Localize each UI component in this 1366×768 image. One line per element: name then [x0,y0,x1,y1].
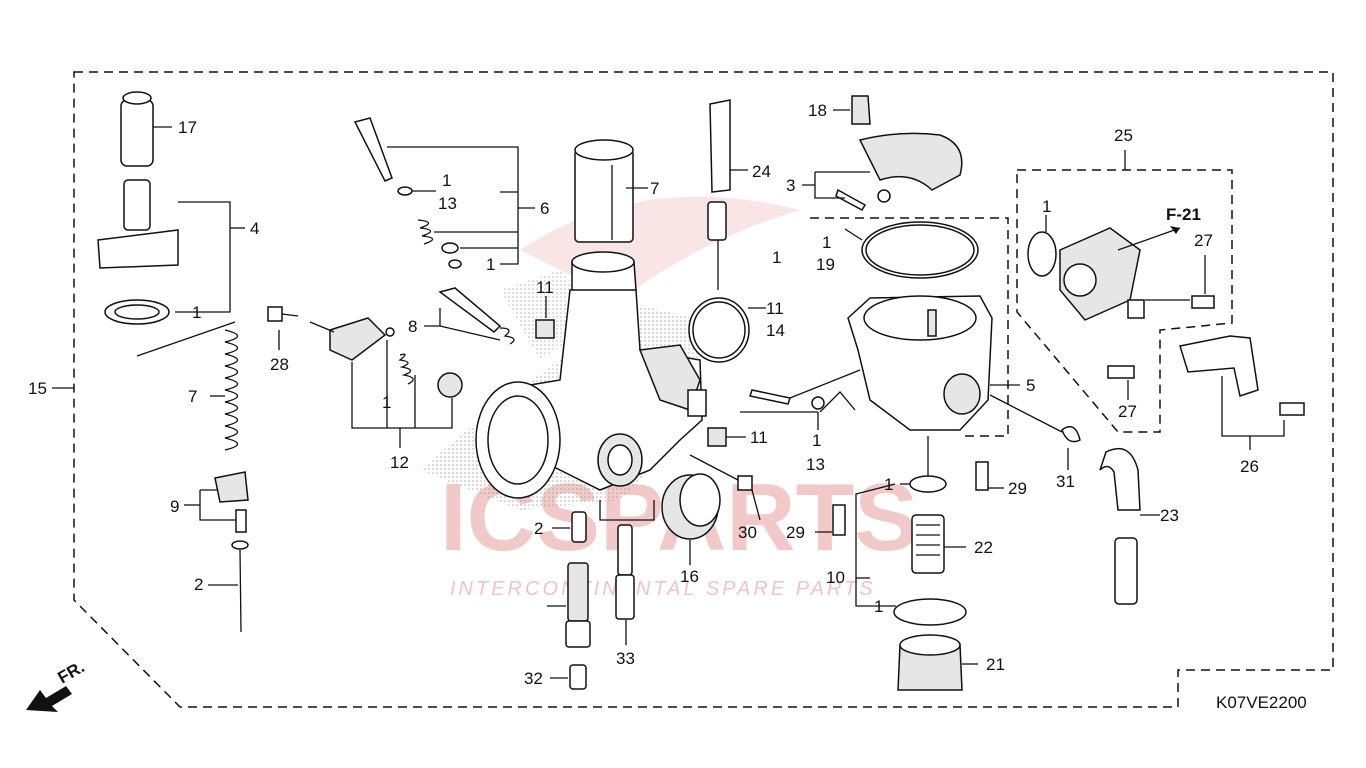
reference-f21: F-21 [1166,205,1201,224]
part-23-hose [1099,447,1160,605]
callout-8: 8 [408,317,417,336]
callout-18: 18 [808,101,827,120]
callout-32: 32 [524,669,543,688]
callout-13: 13 [806,455,825,474]
callout-1: 1 [442,171,451,190]
callout-21: 21 [986,655,1005,674]
callout-15: 15 [28,379,47,398]
part-31-clip [989,394,1081,470]
part-33-slow-jet [599,500,655,645]
part-30-screw [689,454,761,521]
front-label: FR. [55,657,88,687]
part-8-screw [424,287,515,345]
part-32-jet [550,664,587,690]
callout-1: 1 [1042,197,1051,216]
part-25-choke [1027,150,1181,321]
part-24-tube [707,99,748,290]
callout-9: 9 [170,497,179,516]
callout-3: 3 [786,176,795,195]
callout-23: 23 [1160,506,1179,525]
callout-1: 1 [772,248,781,267]
callout-1: 1 [812,431,821,450]
part-12-cover [309,317,463,448]
part-1-oring-bowl [900,436,947,493]
part-16-cap [661,473,721,565]
callout-4: 4 [250,219,259,238]
part-26-lever [1179,335,1305,450]
callout-19: 19 [816,255,835,274]
part-21-drain-plug [893,598,978,691]
callout-11: 11 [750,428,768,447]
callout-29: 29 [1008,479,1027,498]
part-9-needle-clip [184,471,249,533]
part-18-fitting [833,95,871,125]
callout-7: 7 [188,387,197,406]
callout-29: 29 [786,523,805,542]
part-28-screw [267,306,299,350]
outer-frame [73,71,1334,708]
part-29-screws [815,461,1004,536]
callout-1: 1 [382,393,391,412]
callout-25: 25 [1114,126,1133,145]
part-5-float-bowl [847,295,1020,431]
callout-6: 6 [540,199,549,218]
callout-27: 27 [1118,402,1137,421]
callout-16: 16 [680,567,699,586]
part-2-jet-needle-left [208,540,249,633]
callout-11: 11 [766,299,784,318]
float-bowl-group [810,217,1009,437]
part-4-top-assembly [97,179,245,325]
callout-26: 26 [1240,457,1259,476]
callout-28: 28 [270,355,289,374]
callout-labels: 17 4 1 7 15 9 2 28 1 12 1 13 6 1 8 11 7 … [28,101,1307,712]
callout-24: 24 [752,162,771,181]
part-7-throttle-valve [574,139,648,243]
part-6-pilot-screw-set [353,117,535,269]
callout-31: 31 [1056,472,1075,491]
watermark-tagline: INTERCONTINENTAL SPARE PARTS [450,578,876,600]
carburetor-body [475,251,707,499]
part-7-spring [136,321,239,451]
part-14-oring [688,297,766,363]
callout-1: 1 [874,597,883,616]
callout-27: 27 [1194,231,1213,250]
part-20-needle-jet [547,562,591,648]
callout-17: 17 [178,118,197,137]
callout-7: 7 [650,179,659,198]
callout-2: 2 [194,575,203,594]
callout-22: 22 [974,538,993,557]
front-direction-arrow-icon [26,686,72,712]
part-27-screws [1107,255,1215,400]
callout-10: 10 [826,568,845,587]
diagram-code: K07VE2200 [1216,693,1307,712]
callout-1: 1 [822,233,831,252]
callout-14: 14 [766,321,785,340]
part-17-cap [120,91,172,167]
part-2-main-jet [552,511,587,543]
part-3-float-pin [802,132,963,211]
callout-2: 2 [534,519,543,538]
part-22-filter [911,514,966,574]
callout-12: 12 [390,453,409,472]
callout-33: 33 [616,649,635,668]
part-11-plates [535,296,746,447]
callout-5: 5 [1026,376,1035,395]
callout-30: 30 [738,523,757,542]
callout-13: 13 [438,194,457,213]
part-19-gasket [844,221,979,279]
callout-1: 1 [884,475,893,494]
part-10-bracket-line [855,483,896,607]
choke-group [1016,169,1233,433]
callout-1: 1 [486,255,495,274]
callout-1: 1 [192,303,201,322]
part-13-screw [740,369,861,430]
callout-11: 11 [536,278,554,297]
